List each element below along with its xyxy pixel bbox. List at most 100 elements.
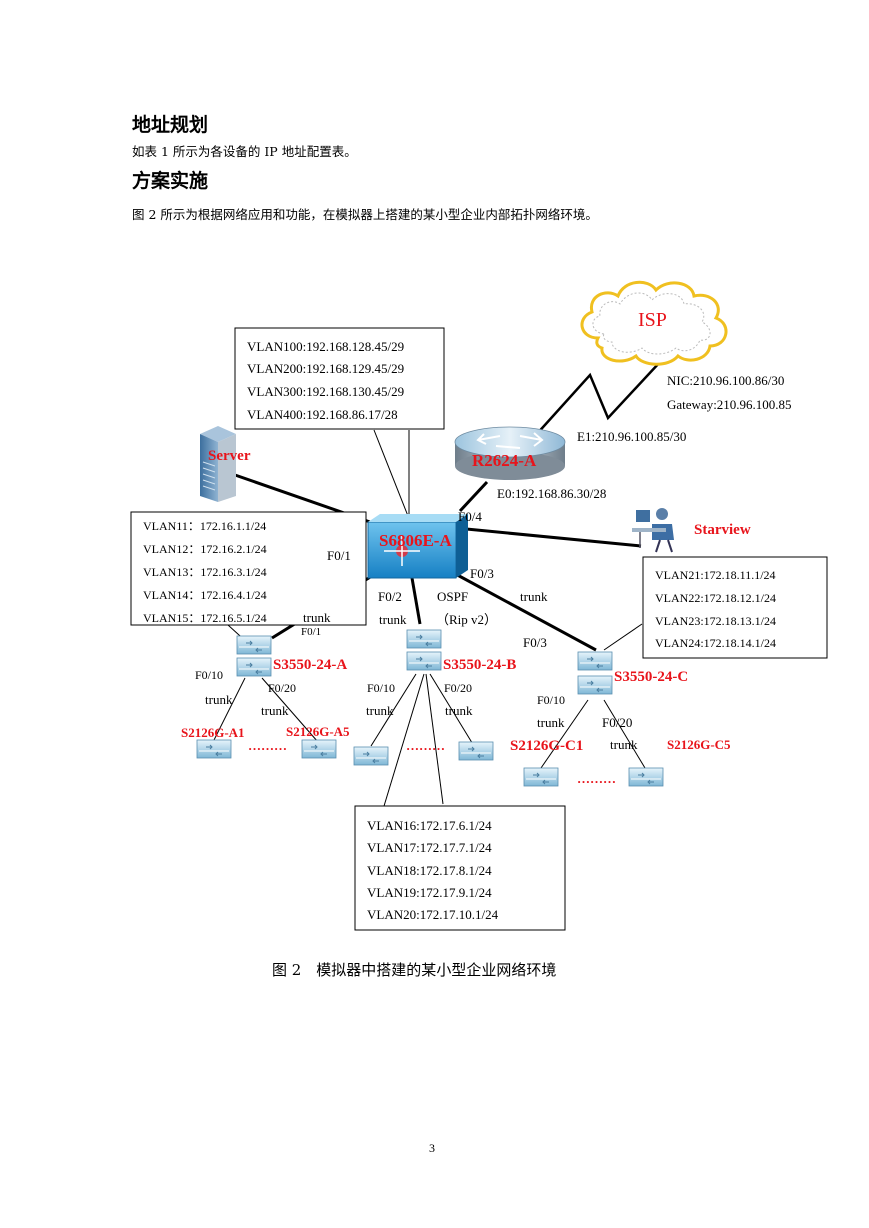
ellipsis-a: ……… [248,738,287,753]
a-vlan-4: VLAN14：172.16.4.1/24 [143,588,267,602]
callout-b-vlans: VLAN16:172.17.6.1/24 VLAN17:172.17.7.1/2… [354,805,566,931]
core-vlan-1: VLAN100:192.168.128.45/29 [247,339,404,354]
callout-c-vlans: VLAN21:172.18.11.1/24 VLAN22:172.18.12.1… [642,556,828,659]
link-c-c5 [603,699,646,769]
page-number: 3 [429,1141,435,1155]
trunk-a-2: trunk [261,703,289,718]
paragraph-address-table: 如表 1 所示为各设备的 IP 地址配置表。 [132,144,357,159]
link-b-c1 [370,673,417,747]
core-vlan-3: VLAN300:192.168.130.45/29 [247,384,404,399]
callout-c-pointer [603,623,643,651]
isp-label: ISP [638,309,667,331]
core-switch-s6806e: S6806E-A [367,514,468,579]
port-f01-a: F0/1 [301,626,321,638]
dist-a-label: S3550-24-A [273,657,347,673]
isp-nic-label: NIC:210.96.100.86/30 [667,373,784,388]
port-b-f020: F0/20 [444,681,472,695]
access-switch-a5 [301,739,337,759]
trunk-core-c: trunk [520,589,548,604]
heading-address-planning: 地址规划 [132,114,209,136]
core-vlan-2: VLAN200:192.168.129.45/29 [247,361,404,376]
ellipsis-c: ……… [577,771,616,786]
port-f03: F0/3 [470,566,494,581]
dist-switch-c: S3550-24-C [577,651,688,695]
person-icon [656,508,668,520]
c-vlan-2: VLAN22:172.18.12.1/24 [655,591,776,605]
trunk-a-1: trunk [205,692,233,707]
link-b-c5 [429,673,475,747]
b-vlan-5: VLAN20:172.17.10.1/24 [367,907,499,922]
core-switch-label: S6806E-A [379,531,452,550]
trunk-c-2: trunk [610,737,638,752]
heading-implementation: 方案实施 [132,170,209,192]
c-vlan-4: VLAN24:172.18.14.1/24 [655,636,776,650]
port-a-f020: F0/20 [268,681,296,695]
a-vlan-1: VLAN11：172.16.1.1/24 [143,519,266,533]
router-label: R2624-A [472,451,537,470]
b-vlan-1: VLAN16:172.17.6.1/24 [367,818,492,833]
link-c-c1 [540,699,589,769]
access-c1-label: S2126G-C1 [510,738,583,754]
server-device: Server [200,426,251,502]
access-switch-b1 [353,746,389,766]
dist-switch-a: S3550-24-A [236,635,347,677]
port-f04: F0/4 [458,509,482,524]
link-core-router [458,480,489,513]
router-r2624a: R2624-A [454,426,566,480]
access-switch-c5 [628,767,664,787]
port-c-f010: F0/10 [537,693,565,707]
isp-cloud: ISP [580,280,728,366]
link-router-isp [534,361,661,437]
link-core-starview [455,526,642,548]
protocol-rip: （Rip v2） [436,612,497,627]
port-f03-c: F0/3 [523,635,547,650]
trunk-b-2: trunk [445,703,473,718]
access-switch-b5 [458,741,494,761]
starview-workstation: Starview [632,508,751,553]
trunk-label-a-clipped: trunk [303,610,331,625]
callout-core-vlans: VLAN100:192.168.128.45/29 VLAN200:192.16… [234,327,445,430]
c-vlan-3: VLAN23:172.18.13.1/24 [655,614,776,628]
link-a-a1 [212,677,246,743]
dist-switch-b: S3550-24-B [406,629,516,673]
trunk-c-1: trunk [537,715,565,730]
access-a1-label: S2126G-A1 [181,725,245,740]
router-e0-label: E0:192.168.86.30/28 [497,486,606,501]
port-b-f010: F0/10 [367,681,395,695]
b-vlan-4: VLAN19:172.17.9.1/24 [367,885,492,900]
access-switch-a1 [196,739,232,759]
port-f02: F0/2 [378,589,402,604]
isp-gateway-label: Gateway:210.96.100.85 [667,397,792,412]
b-vlan-2: VLAN17:172.17.7.1/24 [367,840,492,855]
callout-a-vlans: VLAN11：172.16.1.1/24 VLAN12：172.16.2.1/2… [130,511,367,626]
cloud-icon [580,280,728,366]
trunk-b-1: trunk [366,703,394,718]
router-arrows-icon [476,432,544,449]
dist-b-label: S3550-24-B [443,657,516,673]
starview-label: Starview [694,522,751,538]
server-label: Server [208,448,251,464]
link-b-vlanbox-right [425,673,444,805]
core-vlan-4: VLAN400:192.168.86.17/28 [247,407,398,422]
c-vlan-1: VLAN21:172.18.11.1/24 [655,568,776,582]
monitor-icon [636,510,650,522]
a-vlan-3: VLAN13：172.16.3.1/24 [143,565,267,579]
access-c5-label: S2126G-C5 [667,737,731,752]
protocol-ospf: OSPF [437,589,468,604]
port-f01: F0/1 [327,548,351,563]
dist-c-label: S3550-24-C [614,669,688,685]
ellipsis-b: ……… [406,738,445,753]
link-a-a5 [261,677,319,743]
port-a-f010: F0/10 [195,668,223,682]
access-a5-label: S2126G-A5 [286,724,350,739]
link-b-vlanbox-left [380,673,425,817]
a-vlan-2: VLAN12：172.16.2.1/24 [143,542,267,556]
a-vlan-5: VLAN15：172.16.5.1/24 [143,611,267,625]
callout-core-pointer-a [373,429,409,517]
link-core-dist-b [410,577,422,625]
access-switch-c1 [523,767,559,787]
trunk-core-b: trunk [379,612,407,627]
figure-caption: 图 2 模拟器中搭建的某小型企业网络环境 [272,961,557,979]
